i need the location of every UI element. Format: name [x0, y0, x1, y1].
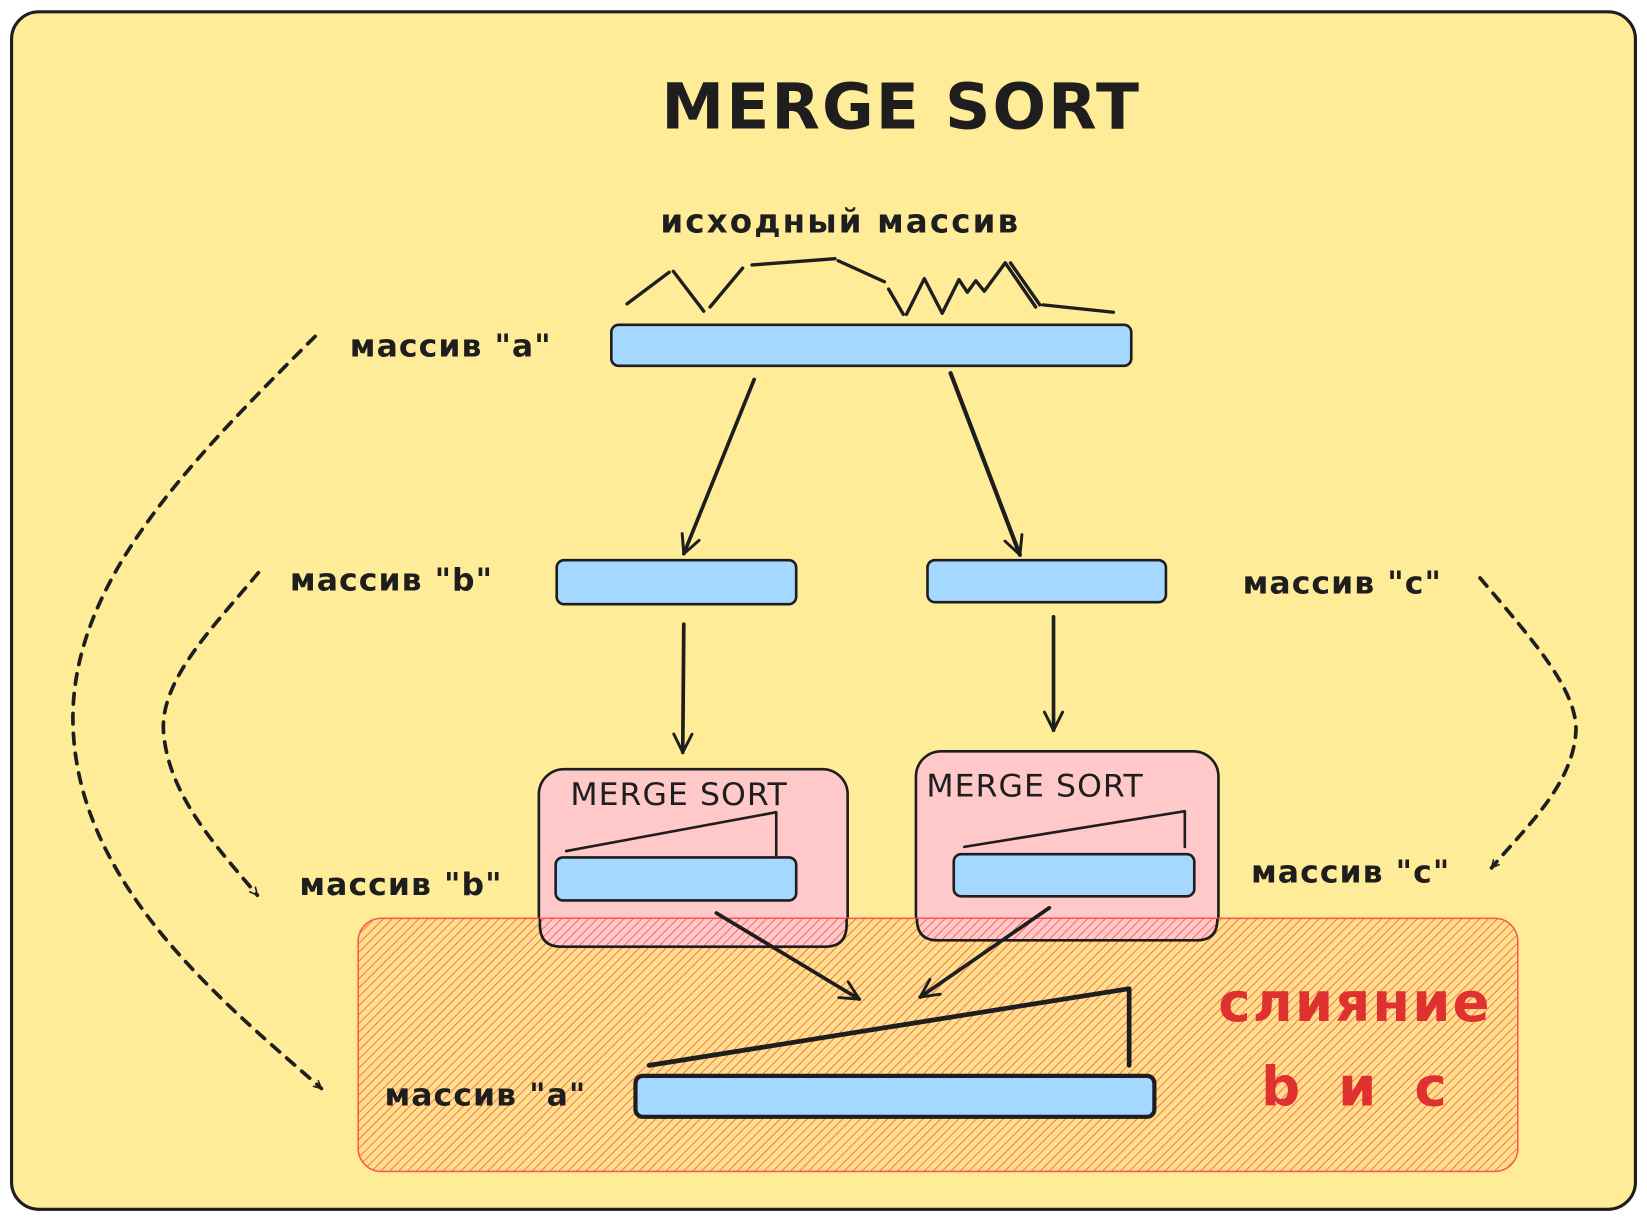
- recurse-arrow-left: [672, 622, 694, 755]
- array-c-sorted-bar: [952, 852, 1196, 898]
- merge-arrow-right: [918, 905, 1052, 999]
- unsorted-values-squiggle: [625, 256, 1116, 317]
- split-arrow-left: [680, 377, 757, 556]
- array-a-result-label: массив "a": [384, 1077, 586, 1113]
- array-b-sorted-label: массив "b": [299, 867, 502, 903]
- array-b-label: массив "b": [290, 563, 493, 599]
- array-c-sorted-label: массив "c": [1251, 855, 1450, 891]
- array-b-bar: [555, 558, 798, 606]
- dashed-arrow-c: [1478, 576, 1578, 870]
- subsort-right-title: MERGE SORT: [926, 768, 1143, 804]
- array-b-sorted-bar: [554, 856, 798, 902]
- split-arrow-right: [948, 371, 1024, 557]
- subsort-box-right: MERGE SORT: [914, 749, 1220, 942]
- diagram-title: MERGE SORT: [661, 70, 1141, 143]
- merge-label-line2: b и c: [1261, 1054, 1449, 1118]
- array-c-bar: [926, 558, 1168, 604]
- array-a-top-label: массив "a": [350, 328, 552, 364]
- sorted-ramp: [646, 986, 1132, 1068]
- subsort-left-title: MERGE SORT: [570, 777, 787, 813]
- subsort-right-overlap: [916, 918, 1218, 941]
- diagram-frame: [9, 10, 1638, 1211]
- merge-label-line1: слияние: [1218, 970, 1491, 1034]
- merge-region: [357, 917, 1519, 1173]
- dashed-arrow-a: [71, 334, 324, 1091]
- merge-arrow-left: [714, 911, 862, 1002]
- array-a-result-bar: [633, 1073, 1157, 1119]
- subsort-left-overlap: [539, 918, 847, 947]
- subsort-box-left: MERGE SORT: [537, 767, 849, 950]
- dashed-arrow-b: [161, 570, 261, 898]
- source-array-label: исходный массив: [660, 202, 1020, 240]
- array-c-label: массив "c": [1243, 566, 1442, 602]
- array-a-bar: [610, 323, 1133, 368]
